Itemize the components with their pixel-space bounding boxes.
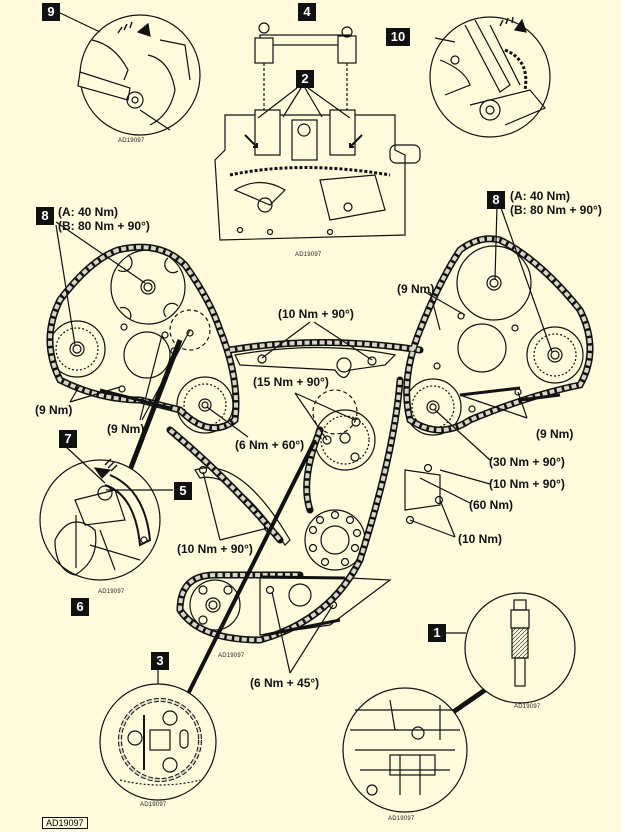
inset-9-camshaft-lock — [57, 11, 201, 136]
torque-tensioner-60nm: (60 Nm) — [469, 498, 514, 512]
callout-8-right: 8 — [487, 191, 505, 209]
inset-tensioner-guide — [39, 444, 173, 581]
callout-8-left: 8 — [36, 207, 54, 225]
torque-left-9nm: (9 Nm) — [35, 403, 73, 417]
ref-code-head: AD19097 — [295, 252, 322, 258]
callout-5: 5 — [174, 482, 192, 500]
footer-ref-code: AD19097 — [42, 817, 88, 829]
callout-4: 4 — [298, 3, 316, 21]
torque-right-lower-9nm: (9 Nm) — [536, 427, 574, 441]
ref-code-inset3: AD19097 — [140, 802, 167, 808]
ref-code-lower-chain: AD19097 — [218, 653, 245, 659]
callout-3: 3 — [151, 652, 169, 670]
callout-6: 6 — [71, 598, 89, 616]
torque-left-center-9nm: (9 Nm) — [107, 422, 145, 436]
timing-chain-system — [46, 204, 594, 674]
callout-2: 2 — [296, 70, 314, 88]
torque-center-sprocket: (15 Nm + 90°) — [253, 375, 329, 389]
torque-right-upper-9nm: (9 Nm) — [397, 282, 435, 296]
torque-tensioner-10nm: (10 Nm) — [458, 532, 503, 546]
inset-engine-block — [342, 687, 468, 813]
ref-code-block: AD19097 — [388, 816, 415, 822]
torque-left-guide: (10 Nm + 90°) — [177, 542, 253, 556]
inset-1-tool — [445, 592, 576, 704]
torque-right-cam-b: (B: 80 Nm + 90°) — [510, 203, 602, 217]
torque-left-cam-b: (B: 80 Nm + 90°) — [58, 219, 150, 233]
callout-10: 10 — [386, 28, 410, 46]
torque-left-idler: (6 Nm + 60°) — [235, 438, 305, 452]
ref-code-inset7: AD19097 — [98, 589, 125, 595]
inset-3-crank-sprocket — [99, 665, 217, 801]
torque-tensioner-bolt: (10 Nm + 90°) — [489, 477, 565, 491]
inset-10-camshaft-lock — [429, 16, 551, 138]
callout-7: 7 — [59, 430, 77, 448]
torque-right-idler: (30 Nm + 90°) — [489, 455, 565, 469]
ref-code-tool1: AD19097 — [514, 704, 541, 710]
cylinder-head-assembly — [214, 22, 421, 241]
ref-code-inset9: AD19097 — [118, 138, 145, 144]
callout-1: 1 — [428, 624, 446, 642]
torque-right-cam-a: (A: 40 Nm) — [510, 189, 571, 203]
torque-lower-guide: (6 Nm + 45°) — [250, 676, 320, 690]
torque-upper-guide: (10 Nm + 90°) — [278, 307, 354, 321]
torque-left-cam-a: (A: 40 Nm) — [58, 205, 119, 219]
callout-9: 9 — [42, 3, 60, 21]
